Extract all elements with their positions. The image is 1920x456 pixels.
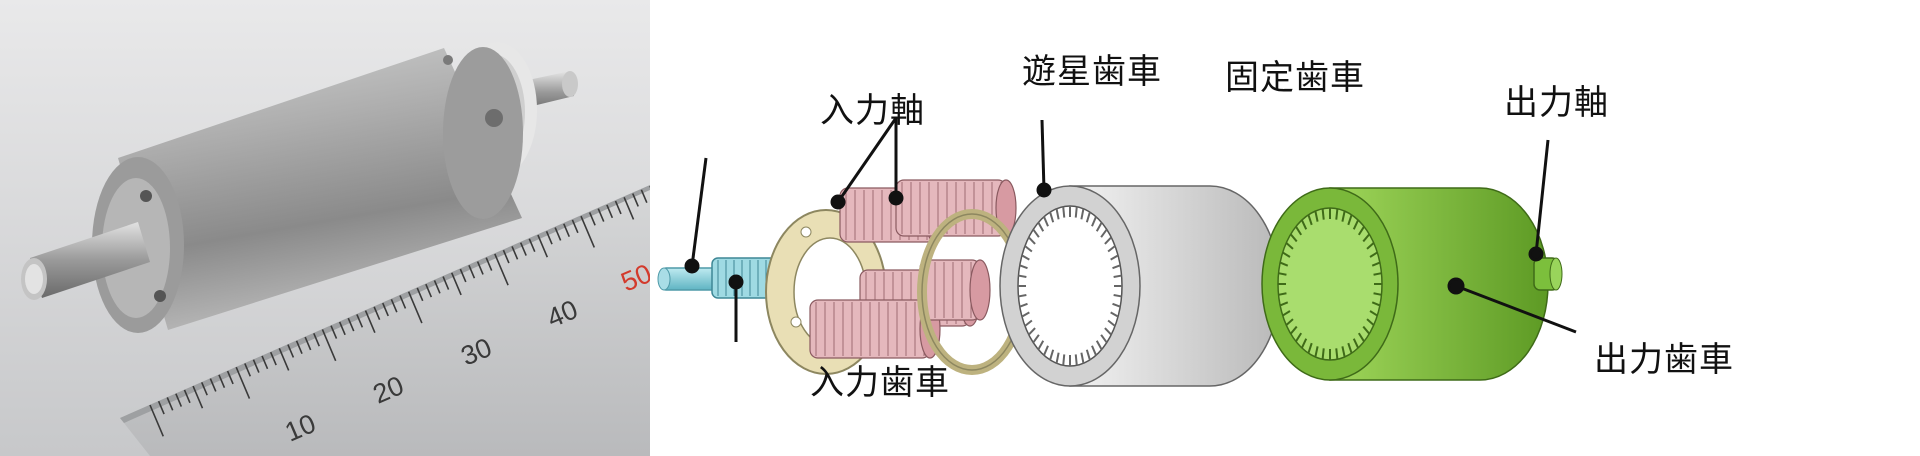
label-planetary-gears: 遊星歯車	[1022, 52, 1162, 92]
fixed-ring-gear	[999, 185, 1281, 387]
planetary-gear-diagram	[657, 117, 1577, 387]
gearhead-photo: 10 20 30 40 50	[0, 0, 650, 456]
leader-lines	[684, 117, 1577, 342]
gearhead-body	[21, 42, 578, 333]
label-output-gear: 出力歯車	[1594, 340, 1734, 380]
output-gear	[1261, 187, 1549, 381]
leader-fixed-gear	[1040, 119, 1046, 191]
leader-output-shaft	[1534, 139, 1550, 255]
label-output-shaft: 出力軸	[1504, 83, 1609, 123]
label-fixed-gear: 固定歯車	[1225, 58, 1365, 98]
ruler-ticks	[149, 186, 650, 437]
leader-planet-1	[836, 117, 898, 203]
label-input-gear: 入力歯車	[810, 363, 950, 403]
leader-input-shaft	[690, 157, 708, 267]
ruler: 10 20 30 40 50	[120, 185, 650, 456]
leader-output-gear	[1455, 284, 1577, 334]
output-shaft	[1533, 257, 1563, 291]
label-input-shaft: 入力軸	[820, 91, 925, 131]
